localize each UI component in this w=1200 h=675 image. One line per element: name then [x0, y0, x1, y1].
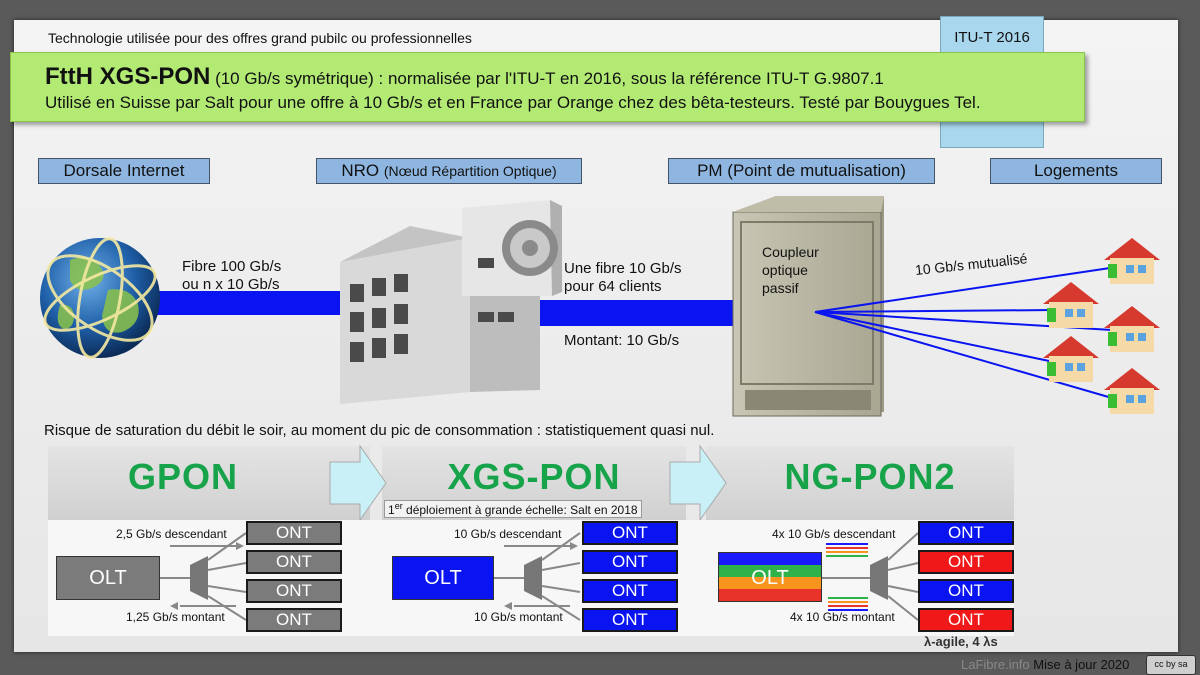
gpon-up-label: 1,25 Gb/s montant	[126, 610, 225, 624]
globe-icon	[40, 237, 160, 359]
cc-license-icon: cc by sa	[1146, 655, 1196, 675]
gpon-ont: ONT	[246, 579, 342, 603]
gpon-ont: ONT	[246, 521, 342, 545]
gpon-down-label: 2,5 Gb/s descendant	[116, 527, 227, 541]
top-note: Technologie utilisée pour des offres gra…	[48, 30, 472, 46]
xgs-title: XGS-PON	[447, 456, 621, 497]
xgs-ont: ONT	[582, 521, 678, 545]
xgs-olt: OLT	[392, 556, 494, 600]
ngpon2-note: λ-agile, 4 λs	[924, 634, 998, 649]
headline-box: FttH XGS-PON (10 Gb/s symétrique) : norm…	[10, 52, 1085, 122]
header-nro: NRO (Nœud Répartition Optique)	[316, 158, 582, 184]
xgs-ont: ONT	[582, 608, 678, 632]
ngpon2-title: NG-PON2	[784, 456, 956, 497]
nro-pm-fibre	[535, 300, 765, 326]
xgs-deploy-sup: er	[394, 501, 403, 511]
coupleur-label-2: optique	[762, 262, 808, 278]
footer: LaFibre.info Mise à jour 2020	[961, 657, 1129, 672]
gpon-olt: OLT	[56, 556, 160, 600]
header-nro-label: NRO	[341, 161, 380, 180]
arrow-icon	[669, 444, 727, 522]
headline-line2: Utilisé en Suisse par Salt pour une offr…	[45, 93, 981, 112]
pm-cabinet-icon	[732, 196, 884, 417]
xgs-deploy-pre: 1	[388, 503, 395, 517]
headline-title-line: FttH XGS-PON (10 Gb/s symétrique) : norm…	[45, 63, 884, 91]
house-icon	[1104, 368, 1160, 414]
ngpon2-ont: ONT	[918, 608, 1014, 632]
ngpon2-olt: OLT	[718, 552, 822, 602]
gpon-ont: ONT	[246, 608, 342, 632]
une-fibre-label-2: pour 64 clients	[564, 278, 662, 295]
header-nro-sub: (Nœud Répartition Optique)	[383, 163, 557, 179]
header-pm: PM (Point de mutualisation)	[668, 158, 935, 184]
headline-subtitle: (10 Gb/s symétrique) : normalisée par l'…	[215, 69, 884, 88]
ngpon2-ont: ONT	[918, 550, 1014, 574]
ngpon2-up-label: 4x 10 Gb/s montant	[790, 610, 895, 624]
montant-label: Montant: 10 Gb/s	[564, 332, 680, 349]
footer-site: LaFibre.info	[961, 657, 1030, 672]
xgs-up-label: 10 Gb/s montant	[474, 610, 563, 624]
house-icon	[1104, 238, 1160, 284]
ngpon2-splitter	[822, 532, 919, 621]
gpon-ont: ONT	[246, 550, 342, 574]
house-icons	[1043, 238, 1160, 414]
header-logements: Logements	[990, 158, 1162, 184]
fibre-label-2: ou n x 10 Gb/s	[182, 276, 280, 293]
xgs-ont: ONT	[582, 550, 678, 574]
xgs-splitter	[494, 532, 581, 621]
fibre-label-1: Fibre 100 Gb/s	[182, 258, 282, 275]
house-icon	[1043, 336, 1099, 382]
ngpon2-down-label: 4x 10 Gb/s descendant	[772, 527, 896, 541]
ngpon2-band	[706, 446, 1014, 520]
gpon-title: GPON	[127, 456, 238, 497]
arrow-icon	[329, 444, 387, 522]
nro-building-icon	[340, 200, 562, 404]
house-icon	[1104, 306, 1160, 352]
headline-title: FttH XGS-PON	[45, 63, 211, 90]
gpon-splitter	[160, 532, 247, 621]
ngpon2-ont: ONT	[918, 579, 1014, 603]
risk-note: Risque de saturation du débit le soir, a…	[44, 422, 715, 439]
footer-update: Mise à jour 2020	[1033, 657, 1130, 672]
backbone-fibre	[150, 291, 350, 315]
xgs-ont: ONT	[582, 579, 678, 603]
xgs-down-label: 10 Gb/s descendant	[454, 527, 562, 541]
ngpon2-ont: ONT	[918, 521, 1014, 545]
house-icon	[1043, 282, 1099, 328]
coupleur-label-1: Coupleur	[762, 244, 819, 260]
xgs-deploy-post: déploiement à grande échelle: Salt en 20…	[402, 503, 638, 517]
coupleur-label-3: passif	[762, 280, 799, 296]
gpon-band	[48, 446, 370, 520]
drop-fibres	[814, 267, 1113, 399]
xgs-deploy-note: 1er déploiement à grande échelle: Salt e…	[384, 500, 642, 518]
une-fibre-label-1: Une fibre 10 Gb/s	[564, 260, 682, 277]
header-dorsale: Dorsale Internet	[38, 158, 210, 184]
